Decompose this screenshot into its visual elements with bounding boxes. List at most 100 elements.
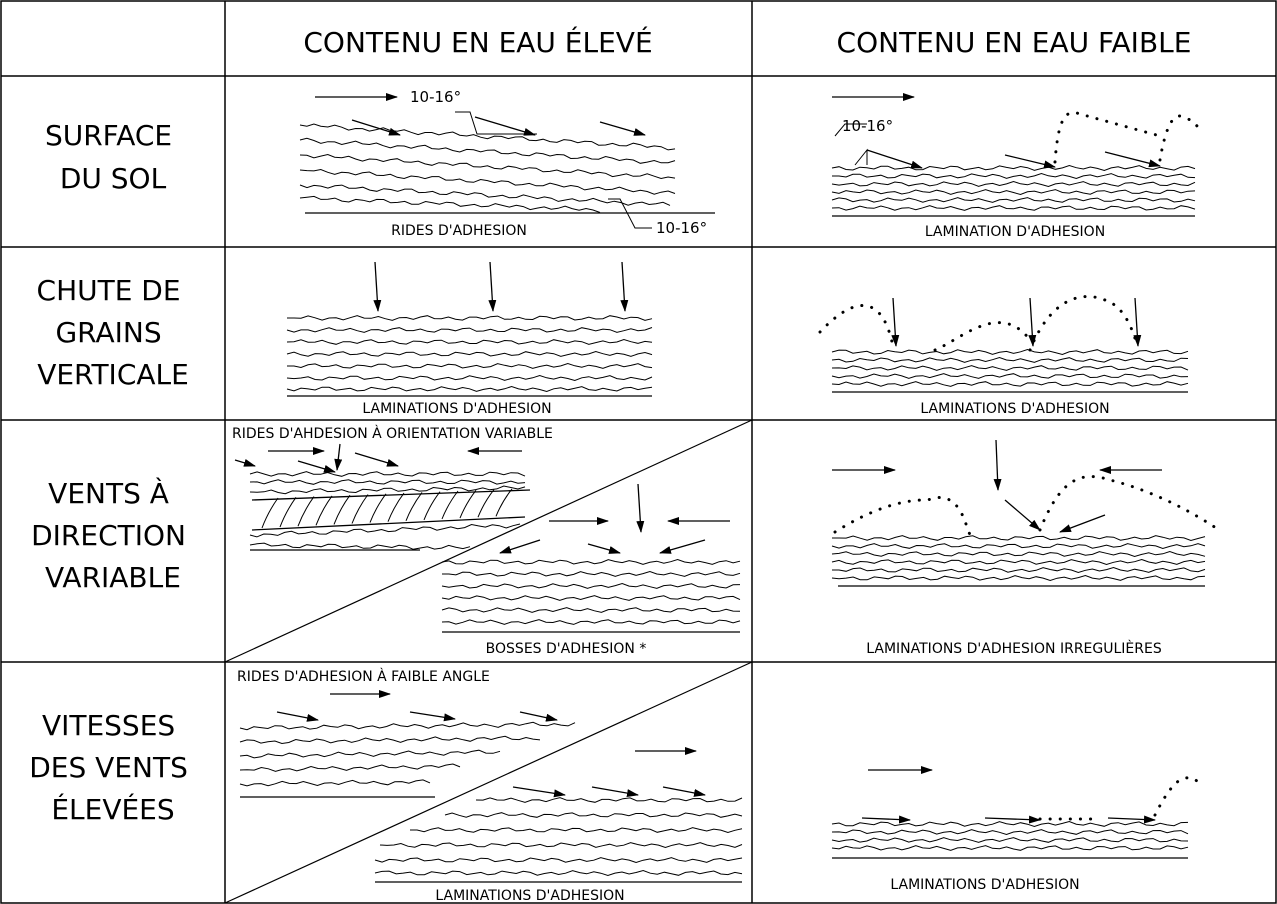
lamina-line: [239, 779, 431, 787]
fall-arrow: [373, 261, 382, 312]
lamina-line: [831, 574, 1206, 582]
wavy-laminae: [286, 315, 653, 393]
irregular-laminations-sketch: LAMINATIONS D'ADHESION IRREGULIÈRES: [831, 439, 1224, 657]
lamina-line: [299, 137, 676, 164]
lamina-line: [831, 550, 1206, 558]
cross-lamina: [459, 489, 477, 519]
wavy-laminae: [831, 535, 1206, 582]
saltation-path: [1038, 475, 1224, 534]
fall-arrow: [488, 261, 497, 312]
grain-arrow: [866, 149, 923, 169]
caption: LAMINATIONS D'ADHESION: [435, 888, 624, 904]
saltation-path: [1053, 111, 1162, 164]
lamina-line: [374, 869, 743, 877]
row-label-surface: SURFACE DU SOL: [45, 119, 181, 195]
lamina-line: [831, 180, 1196, 188]
angle-leader: [608, 198, 652, 229]
row-label-high-wind: VITESSES DES VENTS ÉLEVÉES: [29, 709, 197, 826]
cross-lamina: [441, 490, 459, 520]
lamina-line: [831, 845, 1189, 851]
cross-lamina: [333, 494, 351, 525]
cross-lamina: [369, 493, 387, 523]
caption: RIDES D'ADHESION: [391, 223, 527, 239]
grain-arrow: [351, 119, 401, 136]
lamina-line: [299, 153, 676, 180]
caption: LAMINATIONS D'ADHESION: [362, 401, 551, 417]
lamina-line: [299, 123, 676, 151]
grain-arrow: [499, 539, 541, 554]
fall-arrow: [993, 439, 1002, 491]
grainfall-laminations-high: LAMINATIONS D'ADHESION: [286, 261, 653, 417]
saltation-path: [933, 321, 1032, 352]
wavy-laminae: [299, 123, 676, 213]
lamina-line: [831, 365, 1189, 371]
wavy-laminae: [831, 348, 1189, 387]
lamina-line: [831, 543, 1206, 550]
lamina-line: [286, 350, 653, 357]
adhesion-ripples-sketch: 10-16° 10-16° RIDES D'ADHESION: [299, 88, 715, 239]
lamina-line: [831, 558, 1206, 566]
lamina-line: [832, 535, 1206, 542]
lamina-line: [287, 315, 653, 321]
lamina-line: [249, 523, 521, 538]
lamina-line: [299, 168, 676, 195]
cross-lamina: [495, 488, 513, 517]
bounding-surface: [251, 489, 531, 501]
saltation-path: [818, 304, 894, 344]
fall-arrow: [1133, 297, 1142, 347]
angle-leader: [455, 111, 537, 135]
grain-arrow: [474, 116, 536, 136]
lamina-line: [442, 570, 741, 577]
fall-arrow: [620, 261, 629, 312]
lamina-line: [441, 595, 741, 601]
lamina-line: [286, 374, 653, 382]
lamina-line: [441, 582, 741, 589]
caption: LAMINATIONS D'ADHESION: [920, 401, 1109, 417]
caption: LAMINATIONS D'ADHESION: [890, 877, 1079, 893]
lamina-line: [379, 842, 743, 849]
lamina-line: [831, 205, 1196, 211]
high-wind-laminations-low: LAMINATIONS D'ADHESION: [831, 766, 1200, 893]
low-angle-ripples-sketch: RIDES D'ADHESION À FAIBLE ANGLE: [237, 668, 576, 798]
angle-leader: [854, 148, 868, 166]
saltation-path: [1158, 114, 1202, 162]
column-header-low-water: CONTENU EN EAU FAIBLE: [837, 26, 1192, 59]
lamina-line: [831, 373, 1189, 379]
lamina-line: [441, 619, 741, 625]
caption: LAMINATION D'ADHESION: [925, 224, 1105, 240]
lamina-line: [299, 195, 601, 213]
angle-label: 10-16°: [842, 117, 893, 135]
grain-arrow: [1004, 154, 1056, 169]
lamina-line: [374, 857, 743, 864]
grain-arrow: [1107, 815, 1156, 824]
lamina-line: [831, 837, 1189, 843]
angle-label: 10-16°: [410, 88, 461, 106]
grainfall-laminations-low: LAMINATIONS D'ADHESION: [818, 295, 1189, 417]
bounding-surface: [251, 516, 526, 531]
cross-lamina: [405, 492, 423, 521]
cross-lamina: [279, 497, 297, 528]
wavy-laminae: [249, 471, 526, 550]
cross-lamina: [297, 496, 315, 527]
lamina-line: [475, 797, 743, 803]
lamina-line: [239, 763, 461, 772]
cross-lamina: [387, 492, 405, 522]
lamina-line: [831, 820, 1189, 828]
lamina-line: [831, 189, 1196, 196]
lamina-line: [831, 356, 1189, 363]
grain-arrow: [599, 121, 646, 136]
grain-arrow: [409, 711, 456, 722]
adhesion-lamination-sketch: 10-16° LAMINATION D'ADHESION: [831, 93, 1202, 240]
saltation-path: [1028, 295, 1139, 352]
lamina-line: [286, 327, 653, 333]
grain-arrow: [984, 815, 1041, 824]
grain-arrow: [354, 452, 399, 467]
fall-arrow: [636, 483, 645, 533]
grain-arrow: [587, 543, 621, 554]
lamina-line: [831, 829, 1189, 836]
saltation-path: [833, 496, 972, 537]
wavy-laminae: [374, 797, 743, 877]
lamina-line: [249, 542, 471, 550]
